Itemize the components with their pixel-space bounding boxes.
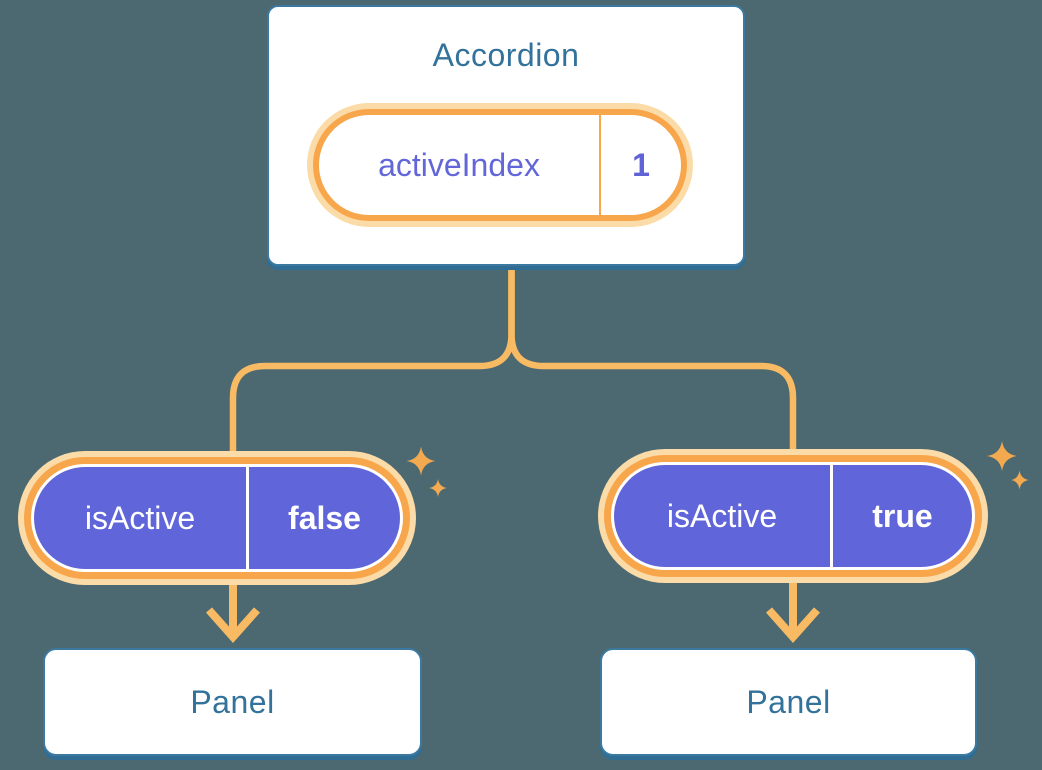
prop-name-label: isActive bbox=[666, 497, 778, 534]
prop-value: false bbox=[288, 499, 361, 536]
prop-pill-ring: isActive false bbox=[24, 457, 410, 579]
arrowhead-icon bbox=[206, 607, 260, 644]
state-name-label: activeIndex bbox=[378, 146, 540, 183]
state-pill-ring: activeIndex 1 bbox=[313, 109, 687, 221]
prop-pill-right: isActive true bbox=[598, 449, 988, 583]
branch-line-right bbox=[508, 268, 797, 470]
panel-card-left: Panel bbox=[43, 648, 422, 756]
state-pill-divider bbox=[599, 115, 601, 215]
prop-pill-divider bbox=[830, 465, 833, 567]
state-pill: activeIndex 1 bbox=[307, 103, 693, 227]
sparkle-icon bbox=[1011, 470, 1029, 490]
accordion-title: Accordion bbox=[432, 37, 580, 73]
state-pill-body: activeIndex 1 bbox=[319, 115, 681, 215]
prop-pill-left: isActive false bbox=[18, 451, 416, 585]
prop-name-label: isActive bbox=[84, 499, 196, 536]
branch-line-left bbox=[229, 268, 515, 470]
prop-pill-ring: isActive true bbox=[604, 455, 982, 577]
prop-pill-inner-ring: isActive false bbox=[31, 464, 403, 572]
sparkle-icon bbox=[406, 446, 436, 476]
panel-card-right: Panel bbox=[600, 648, 977, 756]
sparkle-icon bbox=[429, 479, 447, 497]
prop-pill-body: isActive false bbox=[34, 467, 400, 569]
prop-value: true bbox=[872, 497, 933, 534]
state-value: 1 bbox=[632, 146, 650, 183]
prop-pill-inner-ring: isActive true bbox=[611, 462, 975, 570]
prop-pill-divider bbox=[246, 467, 249, 569]
arrowhead-icon bbox=[766, 607, 820, 644]
prop-pill-body: isActive true bbox=[614, 465, 972, 567]
accordion-card: Accordion activeIndex 1 bbox=[267, 5, 745, 266]
sparkle-icon bbox=[987, 441, 1017, 471]
